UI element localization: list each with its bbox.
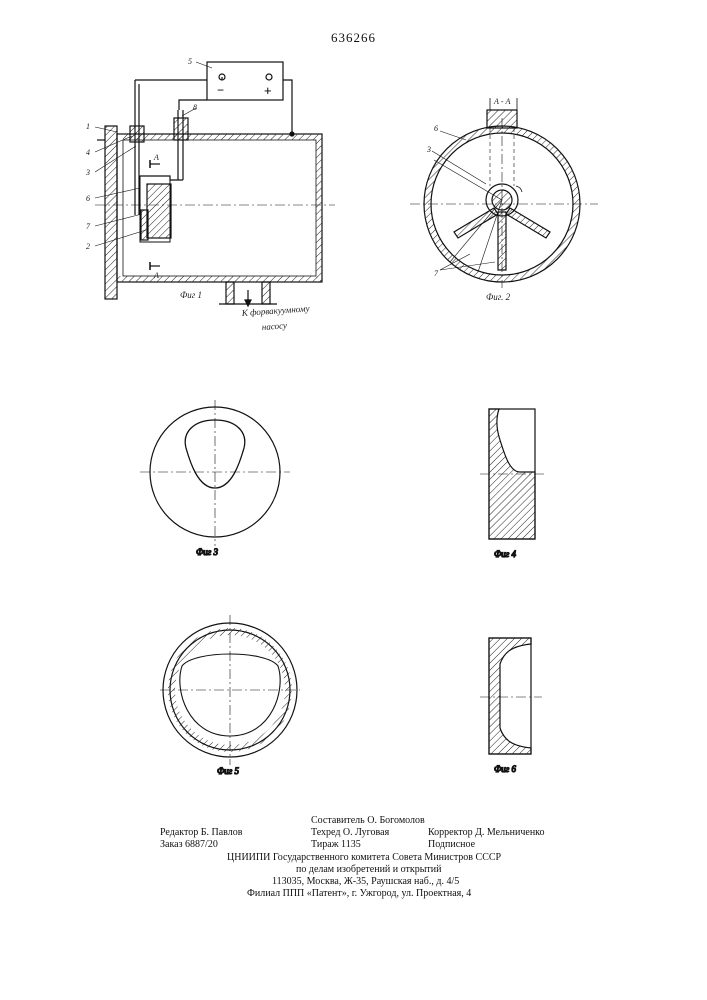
fig3-caption: Фиг 3: [196, 547, 218, 557]
fig1-caption: Фиг 1: [180, 290, 202, 300]
fig1-outlet-text-2: насосу: [261, 320, 287, 332]
colophon-compiler: Составитель О. Богомолов: [311, 815, 425, 827]
fig1-section-a-bottom: A: [153, 271, 159, 280]
fig1-label-2: 2: [86, 242, 90, 251]
figure-5: Фиг 5: [160, 615, 300, 776]
colophon-branch: Филиал ППП «Патент», г. Ужгород, ул. Про…: [247, 888, 471, 900]
fig2-caption: Фиг. 2: [486, 292, 511, 302]
figure-1-labels: 1 4 3 6 7 2 5 8 A A − + Фиг 1 К форвакуу…: [85, 57, 310, 332]
figure-1: [95, 62, 335, 306]
colophon-address: 113035, Москва, Ж-35, Раушская наб., д. …: [272, 876, 459, 888]
fig1-section-a-top: A: [153, 153, 159, 162]
colophon-circulation: Тираж 1135: [311, 839, 361, 851]
colophon-order: Заказ 6887/20: [160, 839, 218, 851]
fig1-label-5: 5: [188, 57, 192, 66]
fig4-caption: Фиг 4: [494, 549, 516, 559]
fig5-caption: Фиг 5: [217, 766, 239, 776]
power-plus: +: [264, 83, 272, 98]
fig1-label-4: 4: [86, 148, 90, 157]
figure-4: Фиг 4: [480, 409, 545, 559]
fig6-section: [489, 638, 531, 754]
fig2-section-title: А - А: [493, 97, 511, 106]
figure-3: Фиг 3: [140, 400, 290, 557]
fig2-label-6: 6: [434, 124, 438, 133]
colophon-institute-2: по делам изобретений и открытий: [296, 864, 442, 876]
fig1-outlet-text-1: К форвакуумному: [240, 303, 309, 318]
figure-2: [410, 98, 598, 288]
fig1-label-6: 6: [86, 194, 90, 203]
fig6-caption: Фиг 6: [494, 764, 516, 774]
fig1-label-3: 3: [85, 168, 90, 177]
figure-6: Фиг 6: [480, 638, 542, 774]
fig2-label-3: 3: [426, 145, 431, 154]
power-minus: −: [217, 83, 224, 97]
colophon-institute-1: ЦНИИПИ Государственного комитета Совета …: [227, 852, 501, 864]
left-flange: [105, 126, 117, 299]
fig2-label-7: 7: [434, 269, 439, 278]
fig1-label-1: 1: [86, 122, 90, 131]
colophon-techred: Техред О. Луговая: [311, 827, 389, 839]
fig1-label-8: 8: [193, 103, 197, 112]
colophon-corrector: Корректор Д. Мельниченко: [428, 827, 545, 839]
colophon-editor: Редактор Б. Павлов: [160, 827, 242, 839]
colophon-subscription: Подписное: [428, 839, 475, 851]
fig1-label-7: 7: [86, 222, 91, 231]
